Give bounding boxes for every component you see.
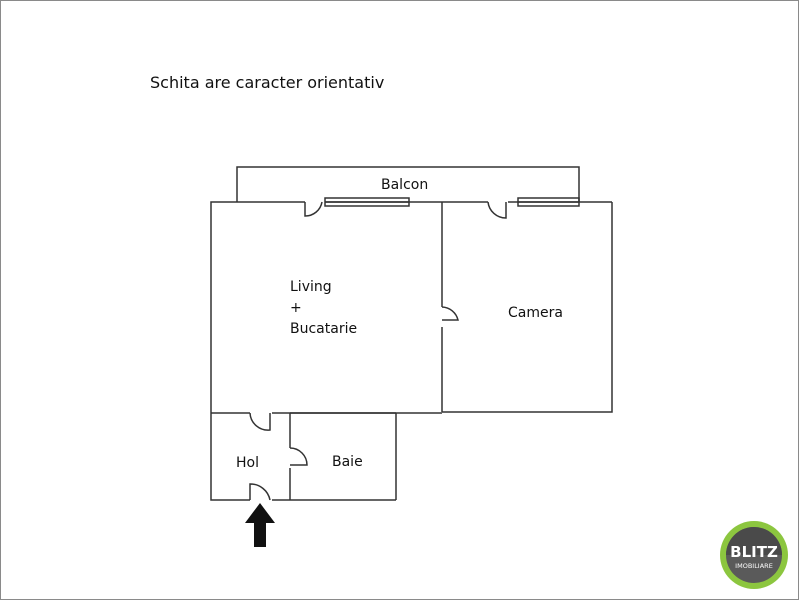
room-label-living: Living <box>290 279 332 295</box>
living-balcony-door <box>304 201 323 217</box>
balcony-wall <box>236 166 580 202</box>
disclaimer-caption: Schita are caracter orientativ <box>150 73 385 92</box>
room-label-camera: Camera <box>508 305 563 321</box>
room-label-bucatarie: Bucatarie <box>290 321 357 337</box>
camera-right-wall <box>442 202 613 413</box>
camera-balcony-door <box>487 201 507 219</box>
living-camera-door <box>441 306 459 321</box>
entrance-arrow-icon <box>245 503 275 547</box>
living-top-wall <box>210 201 305 413</box>
room-label-hol: Hol <box>236 455 259 471</box>
blitz-logo-icon: BLITZ IMOBILIARE <box>720 521 788 589</box>
logo-subtitle: IMOBILIARE <box>735 562 773 570</box>
entrance-door <box>249 483 271 501</box>
room-label-plus: + <box>290 300 302 316</box>
room-label-balcon: Balcon <box>381 177 428 193</box>
hol-baie-door <box>289 447 308 466</box>
room-label-baie: Baie <box>332 454 363 470</box>
hol-left-wall <box>210 413 250 501</box>
logo-name: BLITZ <box>730 543 778 561</box>
hol-living-door <box>249 412 271 431</box>
